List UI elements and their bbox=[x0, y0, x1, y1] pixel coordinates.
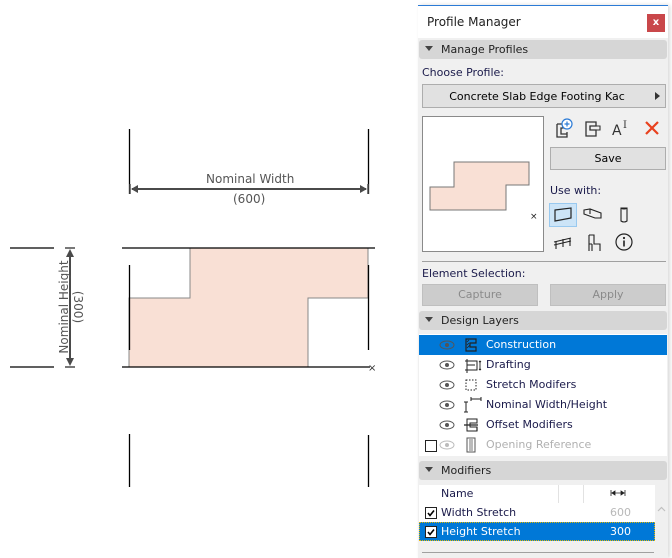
nominal-width-value: (600) bbox=[233, 192, 266, 206]
column-header-name: Name bbox=[441, 487, 474, 500]
modifiers-table-header: Name bbox=[419, 485, 655, 503]
collapse-arrow-icon bbox=[425, 317, 433, 322]
save-button[interactable]: Save bbox=[550, 147, 666, 170]
modifiers-header[interactable]: Modifiers bbox=[419, 461, 667, 480]
nominal-height-label: Nominal Height bbox=[57, 260, 71, 354]
layer-label: Offset Modifiers bbox=[486, 418, 573, 431]
nominal-width-label: Nominal Width bbox=[206, 172, 295, 186]
close-button[interactable]: x bbox=[647, 14, 665, 32]
use-with-label: Use with: bbox=[550, 184, 602, 197]
modifier-value: 600 bbox=[610, 506, 631, 519]
profile-drawing: × bbox=[10, 129, 376, 487]
collapse-arrow-icon bbox=[425, 467, 433, 472]
profile-dropdown[interactable]: Concrete Slab Edge Footing Kac bbox=[422, 84, 666, 108]
visibility-eye-icon[interactable] bbox=[439, 360, 455, 373]
use-with-wall-toggle[interactable] bbox=[549, 203, 577, 227]
svg-text:A: A bbox=[612, 123, 622, 139]
layer-label: Construction bbox=[486, 338, 557, 351]
modifier-name: Width Stretch bbox=[441, 506, 517, 519]
construction-layer-icon bbox=[463, 337, 479, 356]
visibility-eye-icon[interactable] bbox=[439, 340, 455, 353]
profile-preview: × bbox=[422, 116, 544, 252]
layer-row-construction[interactable]: Construction bbox=[419, 335, 667, 355]
use-with-column-toggle[interactable] bbox=[611, 203, 639, 227]
use-with-object-toggle[interactable] bbox=[580, 231, 608, 255]
layer-row-opening-reference[interactable]: Opening Reference bbox=[419, 435, 667, 455]
divider bbox=[422, 552, 654, 553]
visibility-eye-icon[interactable] bbox=[439, 420, 455, 433]
visibility-eye-icon[interactable] bbox=[439, 400, 455, 413]
nominal-height-value: (300) bbox=[71, 290, 85, 324]
section-title: Manage Profiles bbox=[441, 43, 529, 56]
apply-button[interactable]: Apply bbox=[550, 284, 666, 306]
layer-label: Drafting bbox=[486, 358, 531, 371]
layer-label: Nominal Width/Height bbox=[486, 398, 608, 411]
collapse-arrow-icon bbox=[425, 46, 433, 51]
drafting-layer-icon bbox=[463, 357, 483, 376]
info-icon[interactable] bbox=[611, 231, 639, 255]
use-with-beam-toggle[interactable] bbox=[580, 203, 608, 227]
visibility-eye-icon[interactable] bbox=[439, 440, 455, 453]
submenu-arrow-icon bbox=[655, 92, 660, 100]
section-title: Design Layers bbox=[441, 314, 519, 327]
svg-text:I: I bbox=[623, 120, 627, 131]
column-divider bbox=[558, 485, 559, 503]
selected-profile: Concrete Slab Edge Footing Kac bbox=[449, 90, 625, 103]
delete-profile-icon[interactable] bbox=[641, 117, 663, 139]
layer-row-nominal-width-height[interactable]: Nominal Width/Height bbox=[419, 395, 667, 415]
opening-reference-icon bbox=[463, 437, 479, 456]
nominal-dimensions-icon bbox=[463, 397, 483, 416]
modifier-row-width-stretch[interactable]: Width Stretch 600 bbox=[419, 503, 655, 522]
profile-manager-panel: Profile Manager x Manage Profiles Choose… bbox=[418, 5, 668, 558]
new-profile-icon[interactable] bbox=[552, 117, 574, 139]
layer-label: Opening Reference bbox=[486, 438, 592, 451]
choose-profile-label: Choose Profile: bbox=[422, 66, 505, 79]
layer-row-offset-modifiers[interactable]: Offset Modifiers bbox=[419, 415, 667, 435]
column-divider bbox=[583, 485, 584, 503]
svg-text:×: × bbox=[530, 212, 538, 222]
profile-drawing-canvas[interactable]: × Nominal Width (600) Nominal Height (30… bbox=[0, 0, 418, 557]
layer-row-stretch-modifiers[interactable]: Stretch Modifers bbox=[419, 375, 667, 395]
modifier-checkbox[interactable] bbox=[425, 526, 437, 538]
modifier-name: Height Stretch bbox=[441, 525, 521, 538]
modifier-value[interactable]: 300 bbox=[610, 525, 631, 538]
layer-row-drafting[interactable]: Drafting bbox=[419, 355, 667, 375]
layer-label: Stretch Modifers bbox=[486, 378, 577, 391]
modifiers-scrollbar[interactable] bbox=[656, 503, 667, 543]
element-selection-label: Element Selection: bbox=[422, 267, 526, 280]
visibility-eye-icon[interactable] bbox=[439, 380, 455, 393]
title-bar[interactable]: Profile Manager x bbox=[418, 6, 668, 38]
use-with-railing-toggle[interactable] bbox=[549, 231, 577, 255]
modifier-checkbox[interactable] bbox=[425, 507, 437, 519]
capture-button[interactable]: Capture bbox=[422, 284, 538, 306]
dimension-column-icon bbox=[609, 488, 627, 501]
stretch-modifiers-icon bbox=[463, 377, 479, 396]
modifier-row-height-stretch[interactable]: Height Stretch 300 bbox=[419, 522, 655, 541]
divider bbox=[422, 261, 666, 262]
design-layers-list: Construction Drafting Stretch Modifers N… bbox=[419, 334, 667, 456]
svg-text:×: × bbox=[368, 363, 376, 374]
layer-checkbox[interactable] bbox=[425, 440, 437, 452]
scroll-up-icon bbox=[657, 506, 666, 512]
manage-profiles-header[interactable]: Manage Profiles bbox=[419, 40, 667, 59]
panel-title: Profile Manager bbox=[427, 15, 521, 29]
section-title: Modifiers bbox=[441, 464, 492, 477]
offset-modifiers-icon bbox=[463, 417, 481, 436]
design-layers-header[interactable]: Design Layers bbox=[419, 311, 667, 330]
duplicate-profile-icon[interactable] bbox=[582, 117, 604, 139]
